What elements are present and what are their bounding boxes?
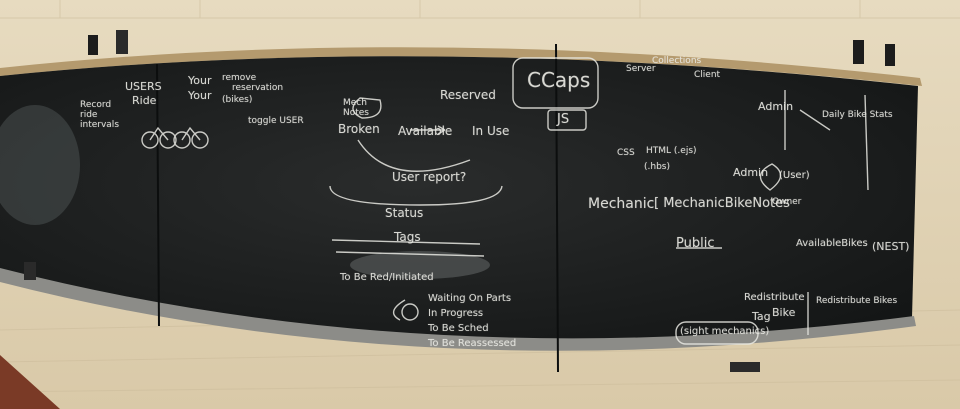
label-html: HTML (.ejs): [646, 146, 697, 156]
board-seam: [156, 63, 160, 327]
label-daily-bike-stats: Daily Bike Stats: [822, 110, 893, 120]
label-admin-2: Admin: [733, 166, 769, 179]
label-client: Client: [694, 70, 721, 80]
label-redistribute: Redistribute: [744, 292, 805, 303]
label-bike: Bike: [772, 306, 796, 319]
label-redistribute-bikes: Redistribute Bikes: [816, 296, 898, 306]
chalkboard: [0, 56, 918, 341]
note-toggle-user: toggle USER: [248, 116, 304, 126]
note-reservation: reservation: [232, 83, 284, 93]
note-bikes: (bikes): [222, 95, 253, 105]
label-available: Available: [398, 124, 453, 138]
eraser-smudge: [350, 251, 490, 279]
board-seam: [555, 43, 559, 373]
label-user-report: User report?: [392, 170, 467, 184]
label-nest: (NEST): [872, 240, 910, 253]
tag-to-be-red: To Be Red/Initiated: [340, 272, 434, 283]
floor-trim: [0, 355, 60, 409]
label-public: Public: [676, 236, 715, 251]
label-handlebars: (.hbs): [644, 162, 670, 172]
note-remove: remove: [222, 73, 257, 83]
note-your-1: Your: [188, 74, 212, 87]
label-admin-1: Admin: [758, 100, 794, 113]
label-user: (User): [779, 170, 810, 181]
label-collections: Collections: [652, 56, 702, 66]
label-tag: Tag: [752, 310, 771, 323]
label-broken: Broken: [338, 122, 380, 136]
label-in-use: In Use: [472, 124, 510, 138]
note-your-2: Your: [188, 89, 212, 102]
eraser-smudge: [0, 105, 80, 225]
logo-js: JS: [557, 112, 570, 127]
label-reserved: Reserved: [440, 88, 496, 102]
note-record-rides: Record ride intervals: [80, 100, 120, 130]
label-status: Status: [385, 206, 424, 220]
tag-to-be-reassessed: To Be Reassessed: [428, 338, 517, 349]
chalk-rail: [0, 268, 916, 351]
eraser: [730, 362, 760, 372]
tag-waiting-parts: Waiting On Parts: [428, 293, 512, 304]
logo-ccaps: CCaps: [527, 68, 591, 92]
label-mechanic-bike-notes: [ MechanicBikeNotes: [654, 196, 790, 211]
eraser: [24, 262, 36, 280]
tag-in-progress: In Progress: [428, 308, 484, 319]
label-available-bikes: AvailableBikes: [796, 238, 868, 249]
label-css: CSS: [617, 148, 635, 158]
label-mech-notes: Mech Notes: [343, 98, 369, 118]
label-mechanic: Mechanic: [588, 196, 655, 212]
outlets: [88, 30, 895, 66]
label-owner: Owner: [772, 197, 802, 207]
chalk-drawings: [141, 57, 869, 345]
label-server: Server: [626, 64, 656, 74]
label-tags: Tags: [394, 230, 421, 244]
note-ride: Ride: [132, 94, 157, 107]
board-trim: [0, 47, 922, 86]
note-users: USERS: [125, 80, 162, 93]
tag-to-be-scheduled: To Be Sched: [428, 323, 489, 334]
label-sight-mechanics: (sight mechanics): [680, 326, 770, 337]
